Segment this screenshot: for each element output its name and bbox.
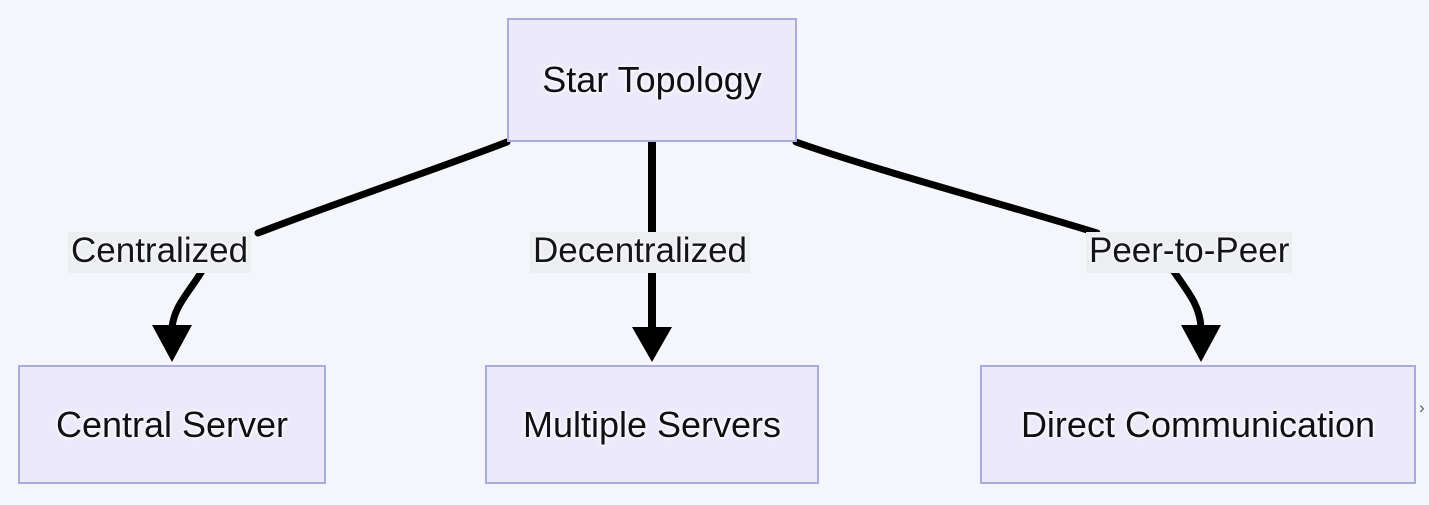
connector-star-to-peer-to-peer	[792, 138, 1101, 237]
edge-label-centralized: Centralized	[68, 232, 252, 273]
node-central-server-label: Central Server	[55, 403, 289, 445]
clipped-glyph-artifact: ›	[1419, 398, 1425, 417]
node-direct-communication[interactable]: Direct Communication	[980, 365, 1416, 484]
node-multiple-servers[interactable]: Multiple Servers	[485, 365, 819, 484]
connector-star-to-centralized	[254, 138, 511, 237]
node-multiple-servers-label: Multiple Servers	[522, 403, 782, 445]
edge-label-decentralized: Decentralized	[530, 232, 750, 273]
arrowhead-multiple-servers	[632, 327, 672, 362]
node-star-topology[interactable]: Star Topology	[507, 18, 797, 142]
node-star-topology-label: Star Topology	[542, 59, 762, 100]
connector-centralized-to-central-server	[168, 262, 209, 332]
node-direct-communication-label: Direct Communication	[1020, 403, 1376, 445]
node-central-server[interactable]: Central Server	[18, 365, 326, 484]
arrowhead-direct-communication	[1181, 325, 1221, 362]
arrowhead-central-server	[152, 325, 192, 362]
connector-peer-to-peer-to-direct-communication	[1166, 262, 1205, 332]
edge-label-peer-to-peer: Peer-to-Peer	[1086, 232, 1293, 273]
